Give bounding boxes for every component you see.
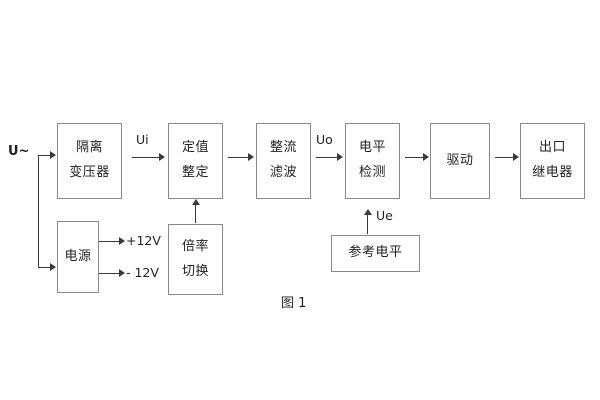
level-to-driver-arrowhead: [423, 153, 429, 161]
branch-to-transformer-line: [38, 155, 51, 156]
rail-positive-line: [99, 241, 120, 242]
block-setting-value-line1: 定值: [181, 140, 209, 156]
setting-to-rectify-line: [228, 157, 249, 158]
branch-to-transformer-arrowhead: [50, 151, 56, 159]
block-isolation-transformer-line2: 变压器: [69, 165, 110, 180]
reference-to-level-arrowhead: [364, 209, 372, 215]
block-output-relay-line2: 继电器: [532, 165, 573, 180]
block-isolation-transformer[interactable]: 隔离 变压器: [57, 123, 122, 199]
input-split-vertical: [38, 155, 39, 267]
block-rectify-filter-line2: 滤波: [269, 165, 297, 180]
block-level-detect[interactable]: 电平 检测: [345, 123, 400, 199]
block-power-supply[interactable]: 电源: [57, 221, 99, 293]
block-power-supply-line1: 电源: [64, 248, 92, 264]
ui-signal-label: Ui: [136, 132, 149, 147]
level-to-driver-line: [405, 157, 424, 158]
block-reference-level-line1: 参考电平: [348, 245, 403, 261]
block-setting-value-line2: 整定: [181, 165, 209, 180]
block-level-detect-line1: 电平: [358, 140, 386, 156]
rail-positive-label: +12V: [126, 233, 161, 248]
block-multiplier-switch-line1: 倍率: [181, 238, 209, 254]
block-driver-line1: 驱动: [446, 152, 474, 168]
ui-arrow-line: [132, 157, 160, 158]
block-level-detect-line2: 检测: [358, 165, 386, 180]
setting-to-rectify-arrowhead: [248, 153, 254, 161]
block-output-relay-line1: 出口: [538, 140, 566, 156]
driver-to-relay-arrowhead: [513, 153, 519, 161]
block-isolation-transformer-line1: 隔离: [75, 140, 103, 156]
block-rectify-filter[interactable]: 整流 滤波: [256, 123, 311, 199]
multiplier-to-setting-line: [195, 201, 196, 223]
block-output-relay[interactable]: 出口 继电器: [520, 123, 585, 199]
block-multiplier-switch[interactable]: 倍率 切换: [168, 224, 223, 295]
rail-positive-arrowhead: [119, 237, 125, 245]
ue-signal-label: Ue: [376, 208, 393, 223]
multiplier-to-setting-arrowhead: [192, 199, 200, 205]
figure-caption: 图 1: [281, 296, 307, 311]
branch-to-power-line: [38, 267, 51, 268]
rail-negative-arrowhead: [119, 269, 125, 277]
block-multiplier-switch-line2: 切换: [181, 263, 209, 279]
ui-arrowhead: [159, 153, 165, 161]
input-signal-label: U~: [8, 144, 30, 159]
branch-to-power-arrowhead: [50, 263, 56, 271]
uo-signal-label: Uo: [316, 132, 333, 147]
rail-negative-line: [99, 273, 120, 274]
block-reference-level[interactable]: 参考电平: [331, 235, 420, 272]
block-rectify-filter-line1: 整流: [269, 140, 297, 156]
rail-negative-label: - 12V: [126, 265, 159, 280]
reference-to-level-line: [367, 212, 368, 234]
driver-to-relay-line: [495, 157, 514, 158]
uo-arrowhead: [337, 153, 343, 161]
uo-arrow-line: [316, 157, 338, 158]
block-setting-value[interactable]: 定值 整定: [168, 123, 223, 199]
block-driver[interactable]: 驱动: [430, 123, 490, 199]
